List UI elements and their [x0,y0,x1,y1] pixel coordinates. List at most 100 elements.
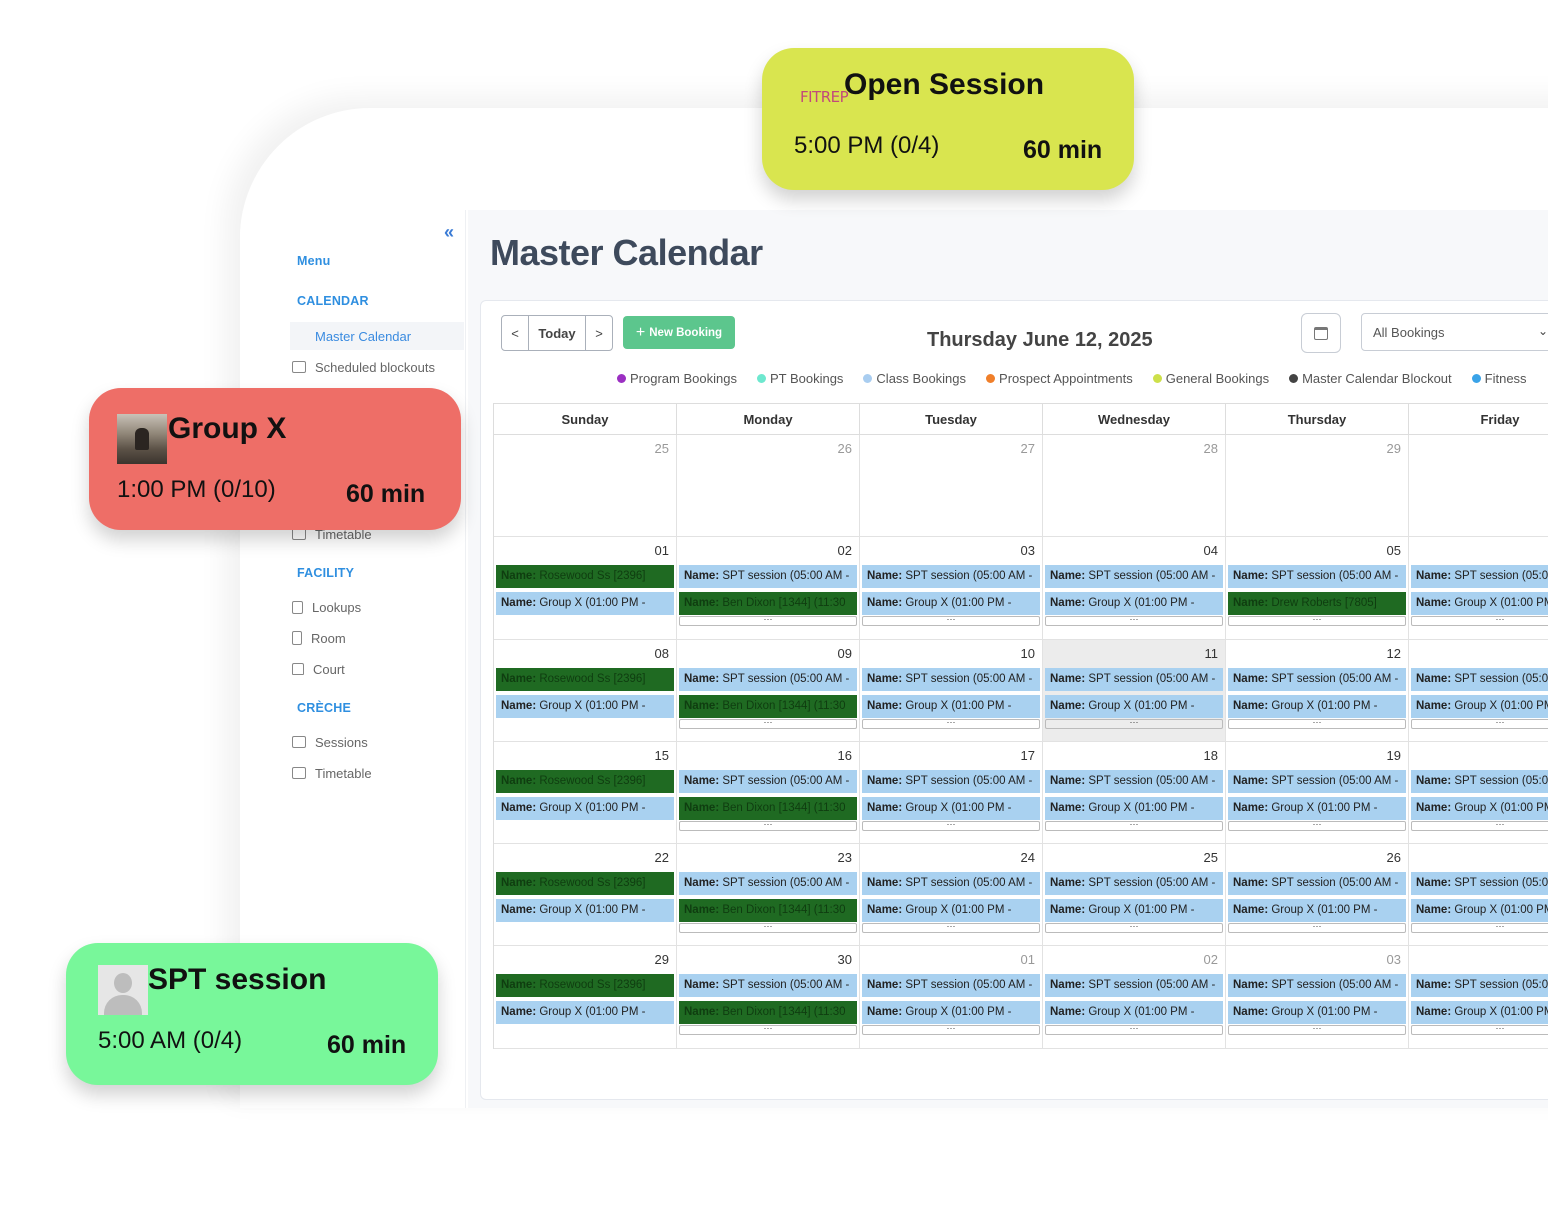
sidebar-item-master-calendar[interactable]: Master Calendar [290,322,464,350]
calendar-day-cell[interactable]: 29 [1226,435,1409,538]
more-events-button[interactable]: ··· [679,922,857,934]
more-events-button[interactable]: ··· [1411,1024,1548,1036]
more-events-button[interactable]: ··· [1228,922,1406,934]
calendar-event[interactable]: Name: Group X (01:00 PM - [1045,796,1223,820]
calendar-event[interactable]: Name: SPT session (05:00 AM - [1411,565,1548,589]
more-events-button[interactable]: ··· [679,819,857,831]
calendar-event[interactable]: Name: Group X (01:00 PM - [496,694,674,718]
more-events-button[interactable]: ··· [679,1024,857,1036]
calendar-event[interactable]: Name: Ben Dixon [1344] (11:30 [679,592,857,616]
more-events-button[interactable]: ··· [1411,615,1548,627]
calendar-event[interactable]: Name: Ben Dixon [1344] (11:30 [679,796,857,820]
calendar-day-cell[interactable]: Name: SPT session (05:00 AM - Name: Group… [1409,537,1548,640]
calendar-event[interactable]: Name: Group X (01:00 PM - [1411,1001,1548,1025]
calendar-event[interactable]: Name: Group X (01:00 PM - [1045,1001,1223,1025]
calendar-day-cell[interactable] [1409,435,1548,538]
calendar-event[interactable]: Name: Group X (01:00 PM - [862,796,1040,820]
booking-filter-select[interactable]: All Bookings ⌄ [1361,313,1548,351]
more-events-button[interactable]: ··· [1045,1024,1223,1036]
calendar-event[interactable]: Name: SPT session (05:00 AM - [862,667,1040,691]
more-events-button[interactable]: ··· [1411,922,1548,934]
more-events-button[interactable]: ··· [1411,717,1548,729]
calendar-event[interactable]: Name: Group X (01:00 PM - [862,1001,1040,1025]
calendar-event[interactable]: Name: Rosewood Ss [2396] [496,974,674,998]
more-events-button[interactable]: ··· [1045,819,1223,831]
calendar-day-cell[interactable]: 26 [677,435,860,538]
calendar-event[interactable]: Name: SPT session (05:00 AM - [679,872,857,896]
calendar-day-cell[interactable]: Name: SPT session (05:00 AM -Name: Group… [1409,844,1548,947]
today-button[interactable]: Today [528,316,586,350]
calendar-event[interactable]: Name: SPT session (05:00 AM - [862,872,1040,896]
calendar-event[interactable]: Name: SPT session (05:00 AM - [1411,872,1548,896]
calendar-event[interactable]: Name: Group X (01:00 PM - [862,694,1040,718]
next-button[interactable]: > [595,325,603,341]
calendar-event[interactable]: Name: SPT session (05:00 AM - [679,667,857,691]
group-x-card[interactable]: Group X 1:00 PM (0/10) 60 min [89,388,461,530]
calendar-event[interactable]: Name: SPT session (05:00 AM - [1045,769,1223,793]
calendar-event[interactable]: Name: Group X (01:00 PM - [496,899,674,923]
calendar-day-cell[interactable]: 28 [1043,435,1226,538]
calendar-event[interactable]: Name: Group X (01:00 PM - [1045,592,1223,616]
new-booking-button[interactable]: + New Booking [623,316,735,349]
more-events-button[interactable]: ··· [1228,717,1406,729]
calendar-day-cell[interactable]: Name: SPT session (05:00 AM -Name: Group… [1409,946,1548,1049]
more-events-button[interactable]: ··· [862,615,1040,627]
calendar-event[interactable]: Name: Group X (01:00 PM - [1411,694,1548,718]
more-events-button[interactable]: ··· [862,922,1040,934]
more-events-button[interactable]: ··· [862,819,1040,831]
sidebar-item-room[interactable]: Room [292,624,466,652]
calendar-day-cell[interactable]: 25 [494,435,677,538]
more-events-button[interactable]: ··· [1045,615,1223,627]
more-events-button[interactable]: ··· [1045,922,1223,934]
calendar-event[interactable]: Name: SPT session (05:00 AM - [1228,769,1406,793]
calendar-event[interactable]: Name: Group X (01:00 PM - [1228,1001,1406,1025]
sidebar-item-sessions[interactable]: Sessions [292,728,466,756]
more-events-button[interactable]: ··· [679,717,857,729]
calendar-event[interactable]: Name: Rosewood Ss [2396] [496,667,674,691]
sidebar-item-lookups[interactable]: Lookups [292,593,466,621]
more-events-button[interactable]: ··· [1045,717,1223,729]
calendar-event[interactable]: Name: SPT session (05:00 AM - [862,974,1040,998]
calendar-event[interactable]: Name: Rosewood Ss [2396] [496,872,674,896]
calendar-event[interactable]: Name: SPT session (05:00 AM - [679,565,857,589]
calendar-event[interactable]: Name: SPT session (05:00 AM - [1228,974,1406,998]
calendar-event[interactable]: Name: SPT session (05:00 AM - [1045,565,1223,589]
calendar-event[interactable]: Name: Group X (01:00 PM - [1045,694,1223,718]
calendar-event[interactable]: Name: Drew Roberts [7805] [1228,592,1406,616]
calendar-event[interactable]: Name: Ben Dixon [1344] (11:30 [679,1001,857,1025]
more-events-button[interactable]: ··· [1228,1024,1406,1036]
more-events-button[interactable]: ··· [1228,819,1406,831]
calendar-event[interactable]: Name: SPT session (05:00 AM - [1411,769,1548,793]
calendar-event[interactable]: Name: Rosewood Ss [2396] [496,769,674,793]
calendar-event[interactable]: Name: Group X (01:00 PM - [1045,899,1223,923]
calendar-day-cell[interactable]: Name: SPT session (05:00 AM - Name: Group… [1409,742,1548,845]
calendar-event[interactable]: Name: Group X (01:00 PM - [1411,592,1548,616]
calendar-event[interactable]: Name: Group X (01:00 PM - [496,592,674,616]
sidebar-item-scheduled-blockouts[interactable]: Scheduled blockouts [292,353,466,381]
calendar-event[interactable]: Name: Group X (01:00 PM - [496,1001,674,1025]
open-session-card[interactable]: FITREP Open Session 5:00 PM (0/4) 60 min [762,48,1134,190]
more-events-button[interactable]: ··· [1228,615,1406,627]
calendar-event[interactable]: Name: SPT session (05:00 AM - [1045,872,1223,896]
date-picker-button[interactable] [1301,313,1341,353]
sidebar-item-timetable-creche[interactable]: Timetable [292,759,466,787]
calendar-day-cell[interactable]: 27 [860,435,1043,538]
calendar-event[interactable]: Name: SPT session (05:00 AM - [1411,667,1548,691]
calendar-event[interactable]: Name: Group X (01:00 PM - [1411,796,1548,820]
calendar-event[interactable]: Name: Rosewood Ss [2396] [496,565,674,589]
